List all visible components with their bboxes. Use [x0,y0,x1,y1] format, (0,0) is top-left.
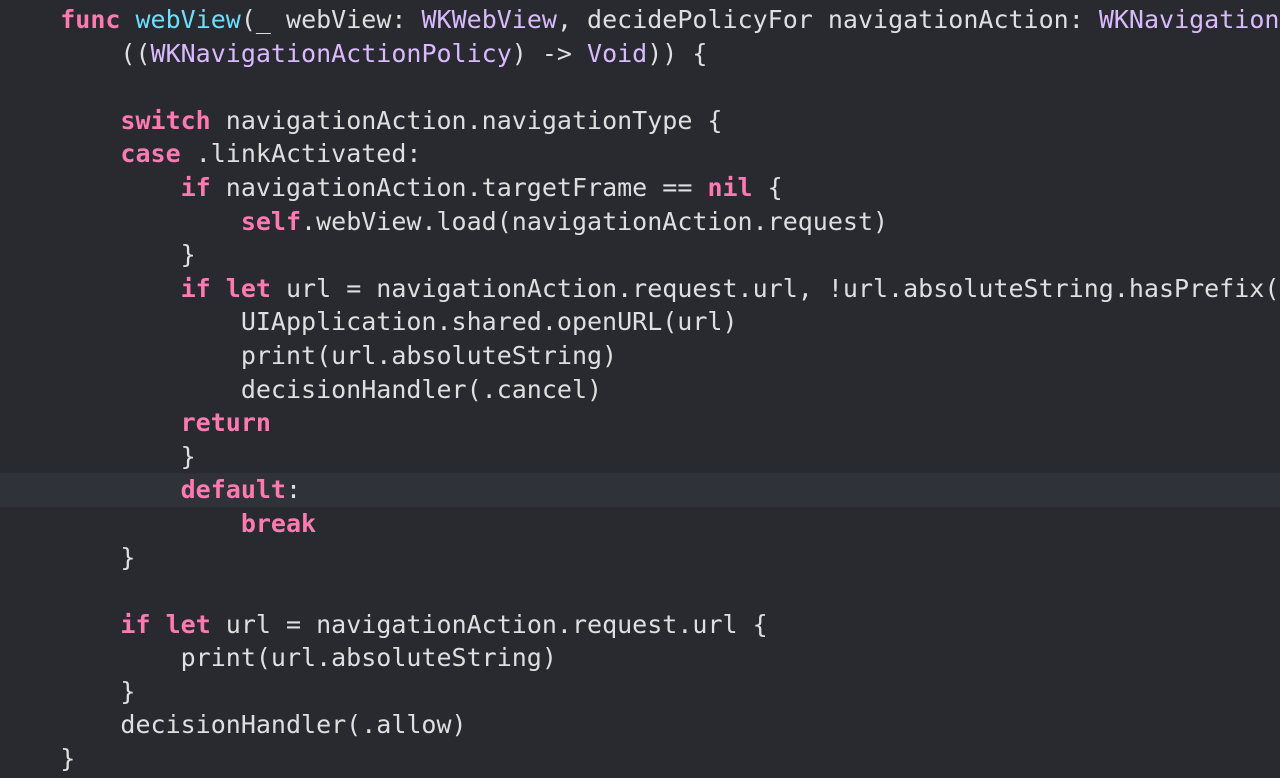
code-token: { [752,172,783,202]
code-token: } [0,542,136,572]
keyword-token: if [120,609,151,639]
code-line[interactable]: return [0,406,1280,440]
code-line[interactable]: print(url.absoluteString) [0,641,1280,675]
code-line[interactable]: ((WKNavigationActionPolicy) -> Void)) { [0,37,1280,71]
code-line[interactable]: if let url = navigationAction.request.ur… [0,272,1280,306]
code-line[interactable]: decisionHandler(.allow) [0,708,1280,742]
code-token [0,610,120,639]
keyword-token: self [240,206,302,236]
code-line[interactable]: } [0,541,1280,575]
code-line[interactable]: } [0,742,1280,776]
code-token [120,5,135,34]
code-token [0,509,241,538]
keyword-token: func [60,5,121,34]
code-token: ) -> [511,38,588,68]
keyword-token: break [240,508,317,538]
code-token [0,106,120,135]
code-token: url = navigationAction.request.url, !url… [270,273,1280,303]
code-line[interactable] [0,574,1280,608]
code-token: , decidePolicyFor navigationAction: [556,5,1099,34]
code-token: url = navigationAction.request.url { [210,609,768,639]
keyword-token: return [180,408,271,438]
code-token: } [0,441,196,471]
code-token: UIApplication.shared.openURL(url) [0,307,738,337]
code-token [0,207,241,236]
code-token: } [0,676,136,706]
code-line[interactable]: self.webView.load(navigationAction.reque… [0,205,1280,239]
keyword-token: if [180,172,211,202]
code-lines: func webView(_ webView: WKWebView, decid… [0,3,1280,776]
code-line[interactable]: switch navigationAction.navigationType { [0,104,1280,138]
code-token: } [0,744,76,774]
code-token [0,274,181,303]
code-token: } [0,240,196,270]
current-code-line[interactable]: default: [0,473,1280,507]
code-token [0,408,181,437]
code-line[interactable]: break [0,507,1280,541]
keyword-token: let [165,609,211,639]
code-line[interactable] [0,70,1280,104]
code-line[interactable]: if navigationAction.targetFrame == nil { [0,171,1280,205]
code-token [0,5,60,34]
code-token: decisionHandler(.allow) [0,710,467,740]
code-token: navigationAction.targetFrame == [210,172,708,202]
code-line[interactable]: UIApplication.shared.openURL(url) [0,305,1280,339]
code-token: navigationAction.navigationType { [210,105,723,135]
code-token [211,274,226,303]
code-token: print(url.absoluteString) [0,643,557,673]
keyword-token: default [180,475,286,505]
code-token: (_ webView: [240,5,422,34]
code-token: (( [0,38,151,68]
code-token [151,610,166,639]
type-name-token: Void [587,38,648,68]
code-token: : [285,475,302,505]
code-token: decisionHandler(.cancel) [0,374,603,404]
code-token [0,173,181,202]
type-name-token: WKNavigationAction [1098,5,1280,34]
code-token: .webView.load(navigationAction.request) [301,206,889,236]
code-token: )) { [647,38,708,68]
code-line[interactable]: } [0,675,1280,709]
function-name-token: webView [135,5,241,34]
keyword-token: case [120,139,181,169]
keyword-token: let [225,273,271,303]
code-token: print(url.absoluteString) [0,340,618,370]
code-line[interactable]: func webView(_ webView: WKWebView, decid… [0,3,1280,37]
code-line[interactable]: if let url = navigationAction.request.ur… [0,608,1280,642]
keyword-token: if [180,273,211,303]
type-name-token: WKNavigationActionPolicy [150,38,512,68]
code-line[interactable]: decisionHandler(.cancel) [0,373,1280,407]
keyword-token: switch [120,105,211,135]
code-line[interactable]: case .linkActivated: [0,137,1280,171]
code-token [0,475,181,504]
type-name-token: WKWebView [421,5,557,34]
code-line[interactable]: print(url.absoluteString) [0,339,1280,373]
code-token: .linkActivated: [180,139,422,169]
keyword-token: nil [707,172,753,202]
code-token [0,139,120,168]
code-line[interactable]: } [0,440,1280,474]
code-line[interactable]: } [0,238,1280,272]
